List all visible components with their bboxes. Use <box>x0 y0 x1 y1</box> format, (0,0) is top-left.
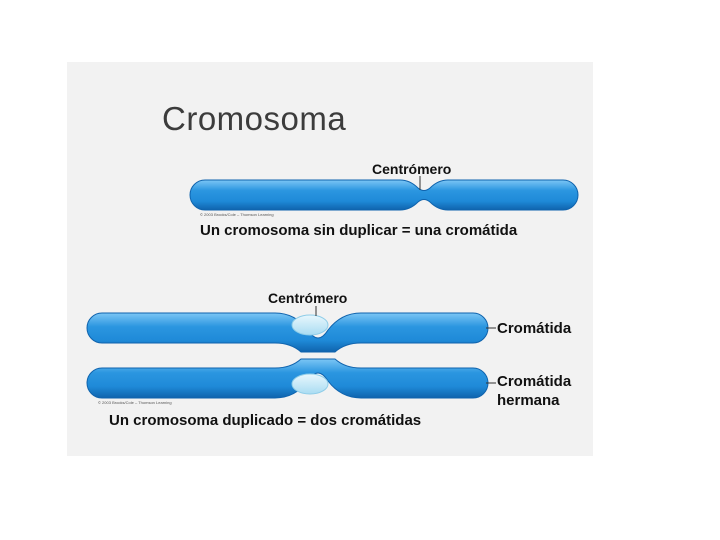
caption-bottom: Un cromosoma duplicado = dos cromátidas <box>109 412 422 429</box>
sister-chromatid-label-line2: hermana <box>497 392 560 409</box>
chromatid-upper <box>86 312 489 353</box>
caption-top: Un cromosoma sin duplicar = una cromátid… <box>200 222 518 239</box>
centromere-bead-upper <box>291 314 329 336</box>
page-title: Cromosoma <box>162 100 347 137</box>
unduplicated-chromosome <box>189 179 579 211</box>
centromere-label-bottom: Centrómero <box>268 290 348 306</box>
centromere-label-top: Centrómero <box>372 161 452 177</box>
chromatid-label: Cromátida <box>497 320 572 337</box>
sister-chromatid-label-line1: Cromátida <box>497 373 572 390</box>
chromatid-lower <box>86 358 489 399</box>
credit-bottom: © 2003 Brooks/Cole – Thomson Learning <box>98 400 172 405</box>
credit-top: © 2003 Brooks/Cole – Thomson Learning <box>200 212 274 217</box>
centromere-bead-lower <box>291 373 329 395</box>
